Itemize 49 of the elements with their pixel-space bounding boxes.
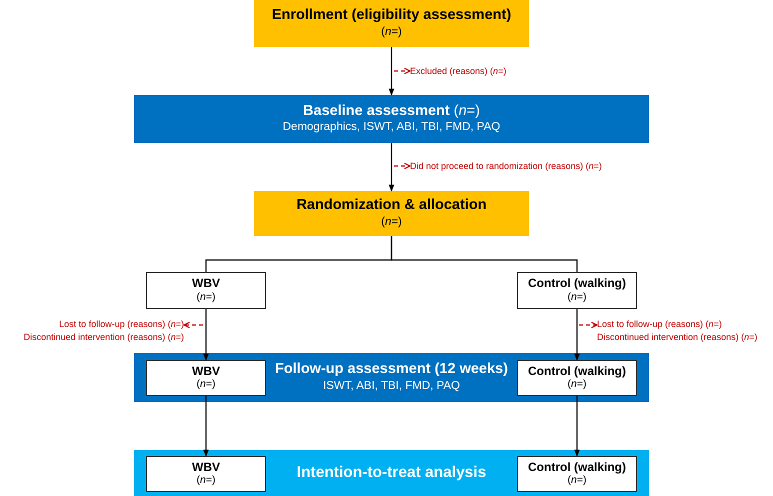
box-heading: Control (walking) [528, 460, 626, 474]
process-box [134, 95, 649, 143]
box-subtext: (n=) [568, 290, 586, 305]
box-heading: Enrollment (eligibility assessment) [272, 7, 512, 25]
arrow [394, 68, 411, 74]
note-text: Discontinued intervention (reasons) (n=) [24, 331, 184, 344]
box-heading: Control (walking) [528, 276, 626, 291]
note-text: Excluded (reasons) (n=) [410, 64, 506, 78]
box-subtext: ISWT, ABI, TBI, FMD, PAQ [323, 378, 460, 394]
connector [390, 236, 578, 272]
box-heading: WBV [192, 276, 220, 291]
note-text: Lost to follow-up (reasons) (n=) [597, 318, 722, 331]
process-box [146, 360, 266, 396]
box-heading: WBV [192, 364, 220, 378]
stage-band [134, 353, 649, 402]
process-box [146, 272, 266, 309]
arrow [574, 309, 580, 361]
arrow [388, 47, 394, 96]
arrow [183, 322, 203, 328]
box-heading: Randomization & allocation [296, 197, 487, 215]
box-subtext: Demographics, ISWT, ABI, TBI, FMD, PAQ [282, 120, 500, 136]
arrow [203, 396, 209, 457]
arrow [203, 309, 209, 361]
box-subtext: (n=) [196, 378, 216, 392]
box-subtext: (n=) [381, 24, 402, 40]
process-box [517, 360, 637, 396]
box-subtext: (n=) [568, 474, 586, 488]
box-heading: Control (walking) [528, 364, 626, 378]
box-heading: Follow-up assessment (12 weeks) [275, 361, 508, 379]
note-text: Lost to follow-up (reasons) (n=) [59, 318, 184, 331]
process-box [146, 456, 266, 492]
box-subtext: (n=) [381, 214, 402, 230]
arrow [388, 143, 394, 192]
process-box [254, 0, 529, 47]
box-subtext: (n=) [568, 378, 586, 392]
process-box [517, 456, 637, 492]
box-heading: WBV [192, 460, 220, 474]
note-text: Did not proceed to randomization (reasons) (n=) [410, 160, 602, 172]
process-box [517, 272, 637, 309]
arrow [574, 396, 580, 457]
process-box [254, 191, 529, 236]
box-heading: Intention-to-treat analysis [296, 464, 486, 482]
arrow [394, 162, 411, 170]
box-heading: Baseline assessment (n=) [303, 102, 480, 120]
box-subtext: (n=) [196, 290, 216, 305]
box-subtext: (n=) [196, 474, 216, 488]
stage-band [134, 450, 649, 496]
note-text: Discontinued intervention (reasons) (n=) [597, 331, 758, 344]
arrow [579, 322, 598, 328]
